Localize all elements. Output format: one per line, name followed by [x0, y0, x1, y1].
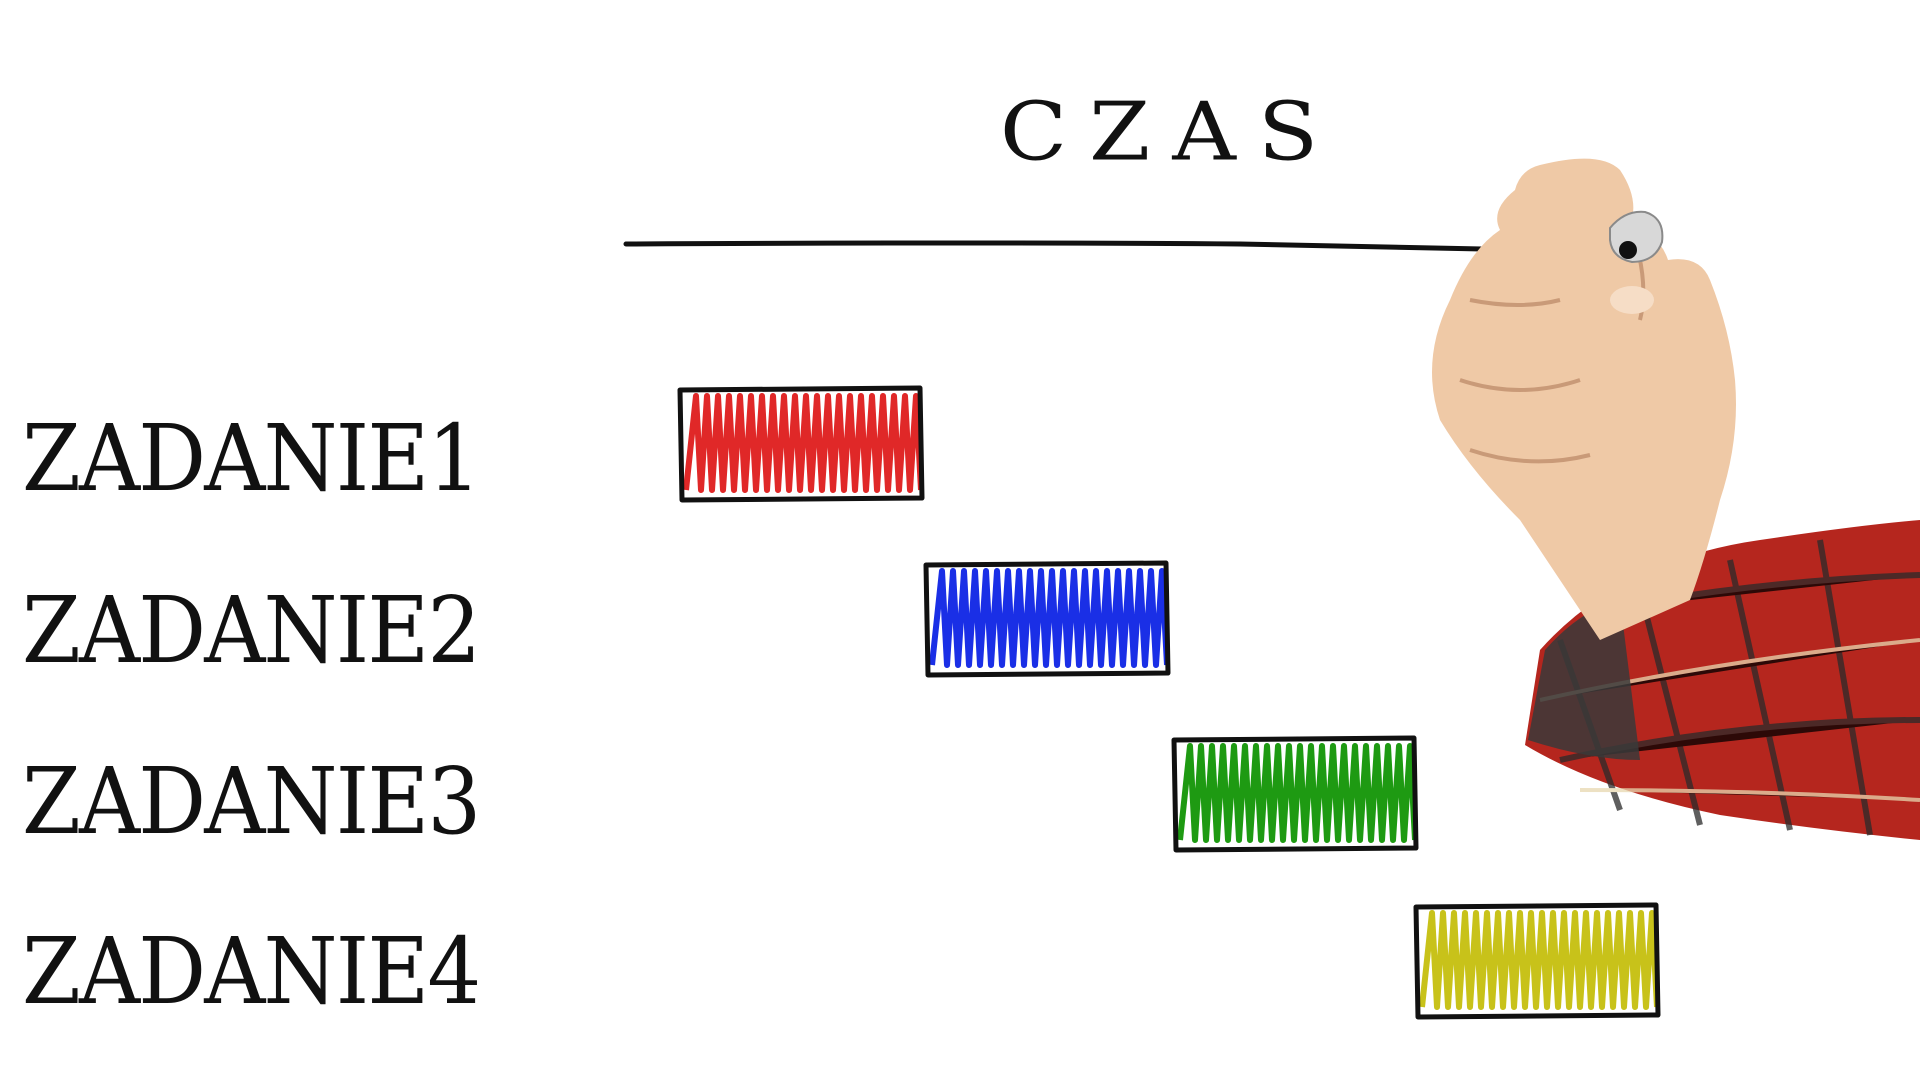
- plaid-pattern: [1539, 539, 1920, 836]
- task-bar-outline-1: [677, 385, 925, 503]
- task-label-2: ZADANIE2: [22, 577, 481, 684]
- sleeve-cuff: [1528, 600, 1640, 760]
- task-label-3: ZADANIE3: [22, 748, 481, 855]
- task-label-4: ZADANIE4: [22, 918, 481, 1025]
- task-bar-outline-2: [923, 560, 1171, 678]
- task-bar-outline-3: [1171, 735, 1419, 853]
- time-axis-line: [623, 240, 1631, 255]
- task-bar-1: [677, 385, 925, 503]
- task-label-1: ZADANIE1: [22, 405, 481, 512]
- task-bar-fill-2: [929, 568, 1170, 668]
- task-bar-3: [1171, 735, 1419, 853]
- finger-crease: [1469, 298, 1561, 307]
- task-bars: [677, 385, 1661, 1020]
- thumb-nail: [1610, 286, 1654, 314]
- task-bar-fill-1: [683, 393, 924, 493]
- task-bar-2: [923, 560, 1171, 678]
- hand: [1432, 158, 1736, 641]
- hand-with-marker-illustration: [1432, 158, 1920, 840]
- task-bar-4: [1413, 902, 1661, 1020]
- finger-crease: [1459, 378, 1581, 392]
- time-axis-label: CZAS: [999, 84, 1341, 179]
- task-bar-fill-3: [1177, 743, 1418, 843]
- task-bar-outline-4: [1413, 902, 1661, 1020]
- finger-crease: [1469, 448, 1591, 464]
- marker-tip: [1619, 241, 1637, 259]
- marker-pen: [1609, 210, 1664, 264]
- task-bar-fill-4: [1419, 910, 1660, 1010]
